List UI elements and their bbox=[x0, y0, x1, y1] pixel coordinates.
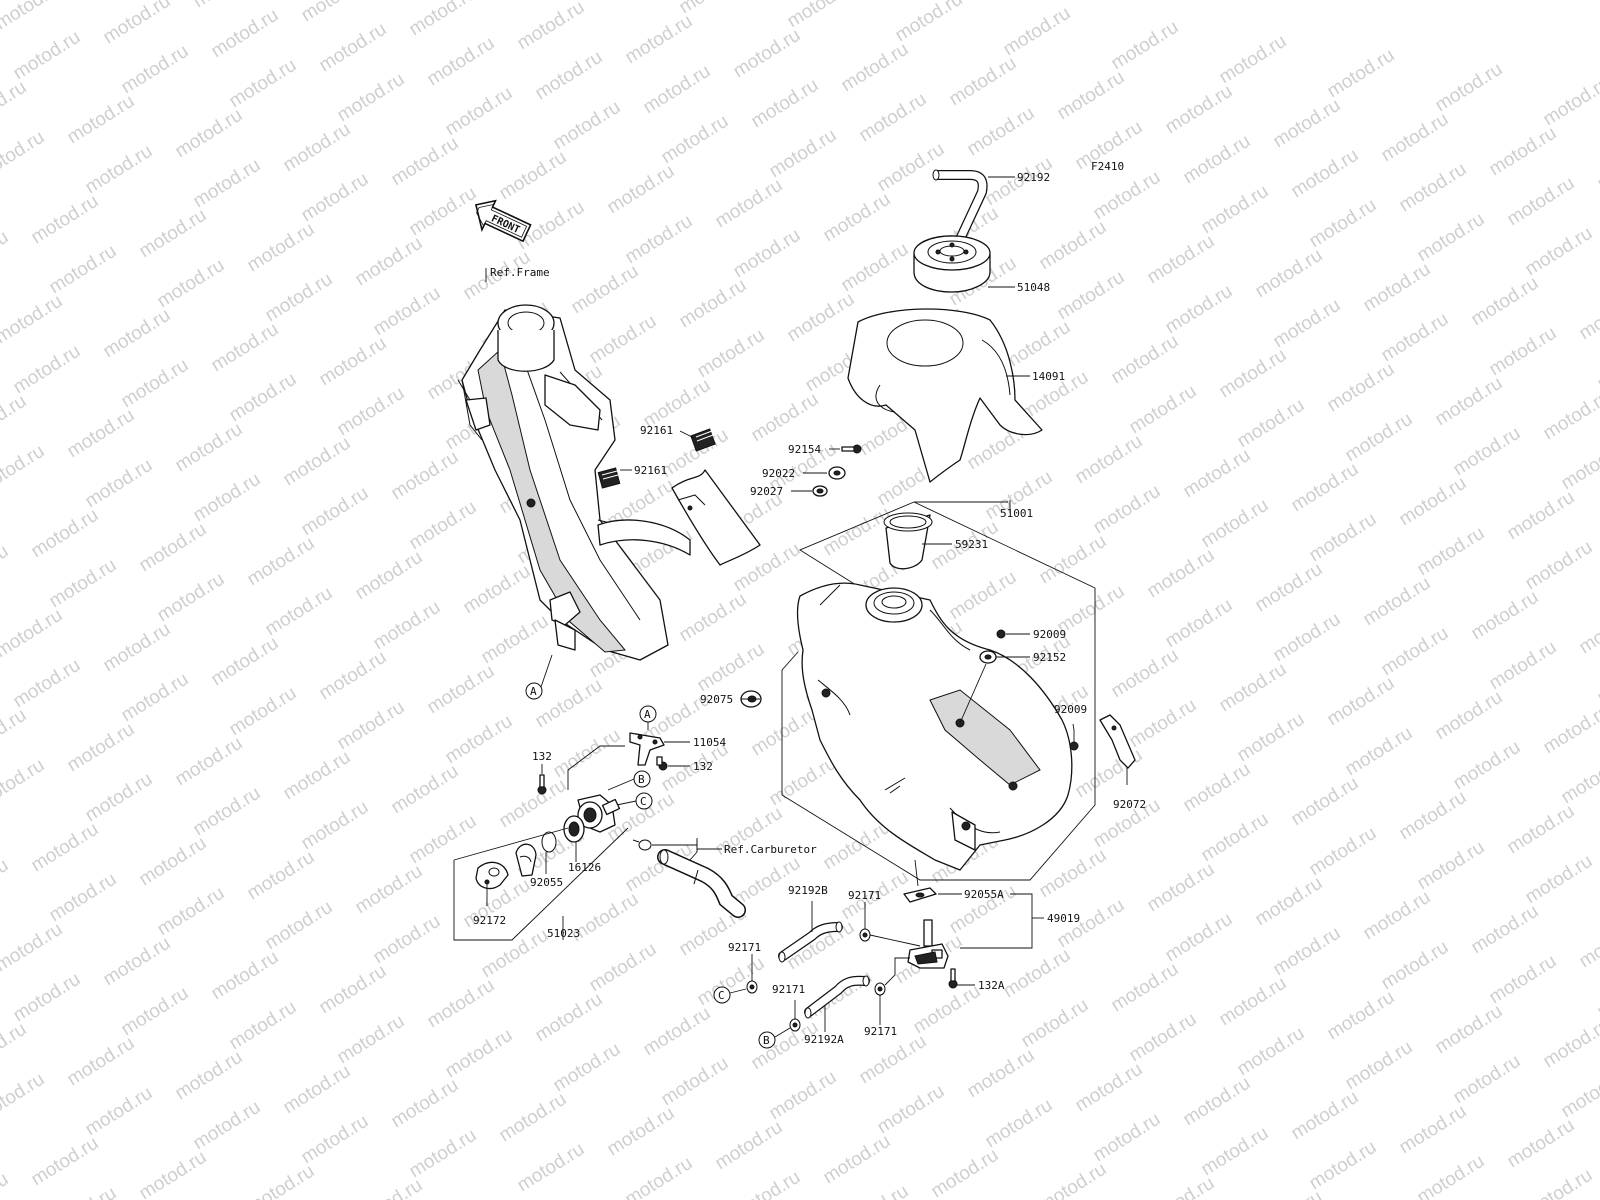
callout-92161-a: 92161 bbox=[640, 424, 673, 437]
callout-92171-c: 92171 bbox=[772, 983, 805, 996]
callout-92161-b: 92161 bbox=[634, 464, 667, 477]
callout-51048: 51048 bbox=[1017, 281, 1050, 294]
callout-92072: 92072 bbox=[1113, 798, 1146, 811]
callout-92171-b: 92171 bbox=[728, 941, 761, 954]
gasket-92055A bbox=[903, 887, 937, 903]
callout-92027: 92027 bbox=[750, 485, 783, 498]
callout-92154: 92154 bbox=[788, 443, 821, 456]
marker-C1-label: C bbox=[640, 795, 647, 808]
bolt-92009-b bbox=[1069, 741, 1079, 751]
callout-92171-a: 92171 bbox=[848, 889, 881, 902]
strap-92072 bbox=[1099, 714, 1136, 769]
marker-B2 bbox=[758, 1031, 776, 1049]
fuel-filter-59231 bbox=[883, 512, 933, 570]
clamp-92171-a bbox=[859, 928, 871, 942]
front-arrow-icon: FRONT bbox=[474, 199, 532, 243]
callout-132-b: 132 bbox=[693, 760, 713, 773]
spring-plate bbox=[515, 843, 537, 877]
marker-B1-label: B bbox=[638, 773, 645, 786]
callout-14091: 14091 bbox=[1032, 370, 1065, 383]
callout-92192-top: 92192 bbox=[1017, 171, 1050, 184]
clamp-92171-d bbox=[874, 982, 886, 996]
clamp-92171-b bbox=[746, 980, 758, 994]
grommet-92161-a bbox=[690, 428, 716, 452]
callout-132A: 132A bbox=[978, 979, 1005, 992]
callout-49019: 49019 bbox=[1047, 912, 1080, 925]
callout-92022: 92022 bbox=[762, 467, 795, 480]
breather-hose-92192 bbox=[932, 169, 988, 255]
bolt-132A bbox=[948, 968, 958, 989]
bolt-92009-a bbox=[996, 629, 1006, 639]
callout-92009-a: 92009 bbox=[1033, 628, 1066, 641]
callout-92075: 92075 bbox=[700, 693, 733, 706]
callout-92055A: 92055A bbox=[964, 888, 1004, 901]
plate-92172 bbox=[475, 861, 509, 890]
bracket-11054 bbox=[629, 732, 665, 766]
callout-16126: 16126 bbox=[568, 861, 601, 874]
callout-92192B: 92192B bbox=[788, 884, 828, 897]
fuel-cock-49019 bbox=[907, 919, 949, 969]
marker-A1-label: A bbox=[530, 685, 537, 698]
marker-C2 bbox=[713, 986, 731, 1004]
callout-51023: 51023 bbox=[547, 927, 580, 940]
ref-carburetor-label: Ref.Carburetor bbox=[724, 843, 817, 856]
callout-132-a: 132 bbox=[532, 750, 552, 763]
hose-92192B bbox=[778, 921, 843, 963]
callout-92172: 92172 bbox=[473, 914, 506, 927]
callout-92009-b: 92009 bbox=[1054, 703, 1087, 716]
hose-92192A bbox=[804, 975, 870, 1019]
callout-92152: 92152 bbox=[1033, 651, 1066, 664]
fuel-cock-body-16126 bbox=[577, 794, 621, 833]
marker-A2-label: A bbox=[644, 708, 651, 721]
marker-A1 bbox=[525, 682, 543, 700]
callout-11054: 11054 bbox=[693, 736, 726, 749]
callout-92055: 92055 bbox=[530, 876, 563, 889]
side-panel bbox=[671, 469, 761, 566]
bolt-92154 bbox=[841, 444, 862, 454]
tank-cover-14091 bbox=[847, 308, 1043, 483]
callout-51001: 51001 bbox=[1000, 507, 1033, 520]
carburetor-hose bbox=[657, 849, 746, 918]
bolt-132-a bbox=[537, 774, 547, 795]
grommet-92161-b bbox=[597, 467, 621, 489]
callout-92171-d: 92171 bbox=[864, 1025, 897, 1038]
callout-59231: 59231 bbox=[955, 538, 988, 551]
clamp-92171-c bbox=[789, 1018, 801, 1032]
clamp-carb bbox=[632, 839, 652, 851]
figure-code: F2410 bbox=[1091, 160, 1124, 173]
fuel-tank-51001 bbox=[796, 582, 1073, 871]
o-ring-92055 bbox=[541, 831, 557, 853]
knob-16126 bbox=[563, 815, 585, 843]
ref-frame-label: Ref.Frame bbox=[490, 266, 550, 279]
washer-92152 bbox=[979, 650, 997, 664]
frame-assembly bbox=[457, 268, 691, 661]
callout-92192A: 92192A bbox=[804, 1033, 844, 1046]
marker-B2-label: B bbox=[763, 1034, 770, 1047]
collar-92022 bbox=[828, 466, 846, 480]
fuel-cap-51048 bbox=[913, 235, 991, 293]
marker-C2-label: C bbox=[718, 989, 725, 1002]
bolt-132-b bbox=[656, 756, 668, 771]
damper-92027 bbox=[812, 485, 828, 497]
